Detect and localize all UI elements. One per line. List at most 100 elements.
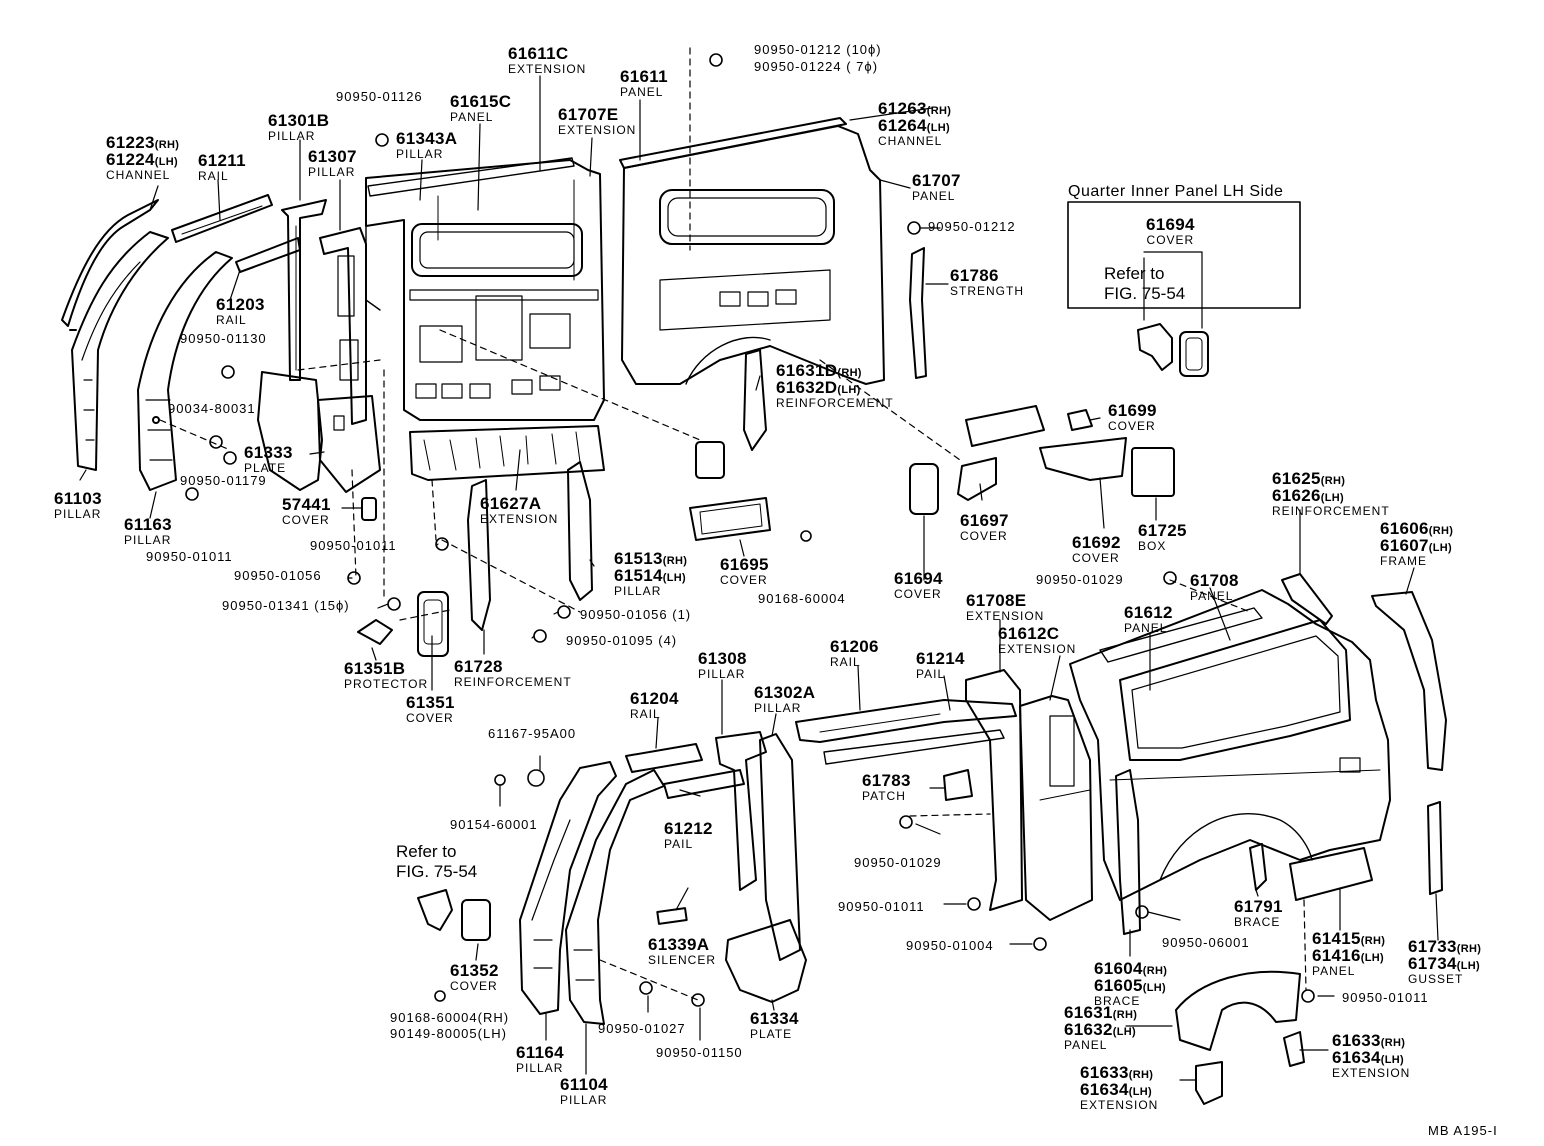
fastener-label: 90149-80005(LH) <box>390 1026 507 1041</box>
patch-61783-shape <box>943 769 973 801</box>
part-label-61604: 61604(RH) 61605(LH) BRACE <box>1094 959 1168 1008</box>
fastener-label: 90950-01212 (10ϕ) <box>754 42 882 57</box>
fastener-label: 90950-01011 <box>310 538 397 553</box>
panel-61415-shape <box>1289 847 1373 901</box>
extension-61633a-shape <box>1283 1031 1305 1067</box>
part-label-61631: 61631(RH) 61632(LH) PANEL <box>1064 1003 1138 1052</box>
inset-cover-a-shape <box>1137 323 1173 371</box>
rail-61204-shape <box>625 743 703 773</box>
inset-frame <box>1067 201 1301 309</box>
cover-57441-shape <box>361 497 377 521</box>
channel-61223-shape <box>61 199 159 331</box>
rail-61211-shape <box>171 194 273 243</box>
brace-61604-shape <box>1115 769 1141 935</box>
part-label-61263: 61263(RH) 61264(LH) CHANNEL <box>878 99 952 148</box>
silencer-61339a-shape <box>656 907 688 925</box>
protector-61351b-shape <box>357 619 393 645</box>
cover-61352-shape <box>417 889 491 941</box>
panel-61707-shape <box>621 125 885 385</box>
rail-61206-shape <box>795 699 1017 765</box>
part-label-61625: 61625(RH) 61626(LH) REINFORCEMENT <box>1272 469 1390 518</box>
part-label-61223: 61223(RH) 61224(LH) CHANNEL <box>106 133 180 182</box>
pillar-61301b-shape <box>281 199 327 381</box>
pillar-61513-shape <box>567 461 593 601</box>
rail-61203-shape <box>235 237 301 273</box>
part-label-61631d: 61631D(RH) 61632D(LH) REINFORCEMENT <box>776 361 894 410</box>
fastener-label: 90168-60004 <box>758 591 846 606</box>
fastener-label: 90950-01027 <box>598 1021 686 1036</box>
figure-code: MB A195-I <box>1428 1123 1498 1138</box>
panel-61631-shape <box>1175 970 1301 1051</box>
fastener-label: 90950-01029 <box>854 855 942 870</box>
dashed-lines <box>159 47 1307 1001</box>
fastener-label: 90950-01004 <box>906 938 994 953</box>
reinforcement-61631d-shape <box>743 349 767 451</box>
pillar-61307-shape <box>319 227 367 425</box>
fastener-label: 90950-01126 <box>336 89 423 104</box>
part-label-61513: 61513(RH) 61514(LH) PILLAR <box>614 549 688 598</box>
brace-61791-shape <box>1249 843 1267 891</box>
fastener-markers <box>185 53 1315 1007</box>
extension-61633b-shape <box>1195 1061 1223 1105</box>
fastener-label: 90168-60004(RH) <box>390 1010 510 1025</box>
fastener-label: 90950-01056 <box>234 568 322 583</box>
fastener-label: 90034-80031 <box>168 401 256 416</box>
plate-61334-shape <box>725 919 807 1003</box>
extension-61611c-shape <box>367 157 575 197</box>
fastener-label: 90950-01212 <box>928 219 1016 234</box>
fastener-label: 90950-01029 <box>1036 572 1124 587</box>
fastener-label: 90950-01056 (1) <box>580 607 692 622</box>
fastener-label: 90950-01130 <box>180 331 267 346</box>
pillar-61164-shape <box>519 761 617 1015</box>
extension-61612c-shape <box>1019 695 1093 921</box>
part-label-61733: 61733(RH) 61734(LH) GUSSET <box>1408 937 1482 986</box>
part-label-61606: 61606(RH) 61607(LH) FRAME <box>1380 519 1454 568</box>
strength-61786-shape <box>909 247 927 379</box>
pillar-61308-shape <box>715 731 767 891</box>
fastener-label: 90154-60001 <box>450 817 538 832</box>
fastener-label: 90950-06001 <box>1162 935 1250 950</box>
cover-61692-shape <box>1039 437 1127 481</box>
fastener-label: 90950-01150 <box>656 1045 743 1060</box>
cover-61351-shape <box>417 591 449 657</box>
fastener-label: 90950-01224 ( 7ϕ) <box>754 59 879 74</box>
panel-61612-shape <box>1069 589 1391 901</box>
fastener-label: 90950-01341 (15ϕ) <box>222 598 350 613</box>
reinforcement-61625-shape <box>1281 573 1333 625</box>
channel-61263-shape <box>619 117 847 169</box>
fastener-label: 61167-95A00 <box>488 726 577 741</box>
reinforcement-61728-shape <box>467 479 491 631</box>
inset-cover-b-shape <box>1179 331 1209 377</box>
gusset-61733-shape <box>1427 801 1443 895</box>
